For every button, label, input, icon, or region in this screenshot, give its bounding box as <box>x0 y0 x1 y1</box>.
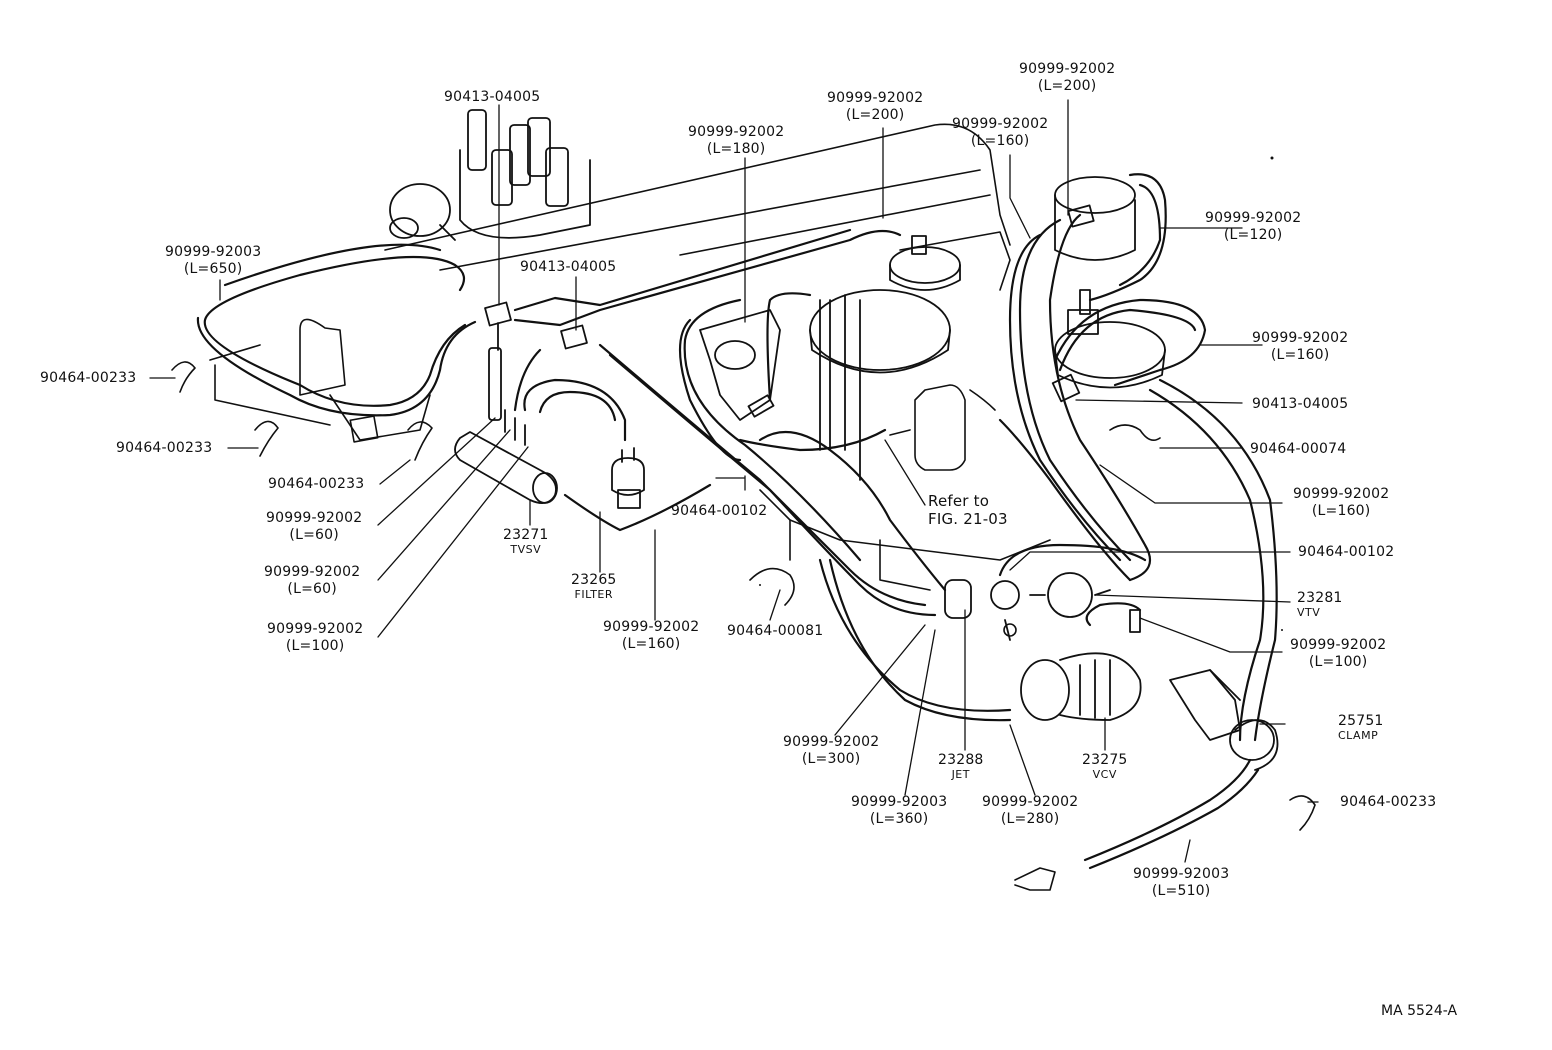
clamp-part <box>1169 669 1279 771</box>
carburetor-assembly <box>699 235 961 481</box>
label-hose-l510: 90999-92003(L=510) <box>1133 866 1230 899</box>
label-hose-l160-b: 90999-92002(L=160) <box>1252 330 1349 363</box>
label-hose-l160-a: 90999-92002(L=160) <box>952 116 1049 149</box>
stray-marks <box>759 156 1283 631</box>
label-hose-l180: 90999-92002(L=180) <box>688 124 785 157</box>
leader-lines <box>149 99 1319 863</box>
label-90413-04005-right: 90413-04005 <box>1252 396 1349 412</box>
label-hose-l160-c: 90999-92002(L=160) <box>1293 486 1390 519</box>
label-90413-04005-top: 90413-04005 <box>444 89 541 105</box>
label-hose-l300: 90999-92002(L=300) <box>783 734 880 767</box>
label-hose-l280: 90999-92002(L=280) <box>982 794 1079 827</box>
label-clip-00233-b: 90464-00233 <box>116 440 213 456</box>
label-clip-00233-d: 90464-00233 <box>1340 794 1437 810</box>
label-hose-l200-b: 90999-92002(L=200) <box>1019 61 1116 94</box>
label-clip-00081: 90464-00081 <box>727 623 824 639</box>
label-hose-l120: 90999-92002(L=120) <box>1205 210 1302 243</box>
label-clip-00233-a: 90464-00233 <box>40 370 137 386</box>
label-hose-l160-d: 90999-92002(L=160) <box>603 619 700 652</box>
distributor-cap <box>389 109 591 241</box>
label-hose-l650: 90999-92003(L=650) <box>165 244 262 277</box>
label-clip-00102-right: 90464-00102 <box>1298 544 1395 560</box>
label-clip-00233-c: 90464-00233 <box>268 476 365 492</box>
label-clip-00102-left: 90464-00102 <box>671 503 768 519</box>
connector-parts <box>484 204 1141 633</box>
label-hose-l100-left: 90999-92002(L=100) <box>267 621 364 654</box>
label-90413-04005-mid: 90413-04005 <box>520 259 617 275</box>
label-hose-l200-a: 90999-92002(L=200) <box>827 90 924 123</box>
label-hose-l360: 90999-92003(L=360) <box>851 794 948 827</box>
tvsv-valve <box>454 409 558 504</box>
egr-valve-assembly <box>1054 176 1166 389</box>
label-hose-l60-b: 90999-92002(L=60) <box>264 564 361 597</box>
label-clip-00074: 90464-00074 <box>1250 441 1347 457</box>
label-hose-l100-right: 90999-92002(L=100) <box>1290 637 1387 670</box>
label-hose-l60-a: 90999-92002(L=60) <box>266 510 363 543</box>
hose-clips <box>171 361 1316 891</box>
vtv-jet-vcv-parts <box>944 572 1142 721</box>
diagram-id: MA 5524-A <box>1381 1003 1458 1019</box>
filter-part <box>611 447 645 509</box>
hose-lines <box>196 173 1278 870</box>
